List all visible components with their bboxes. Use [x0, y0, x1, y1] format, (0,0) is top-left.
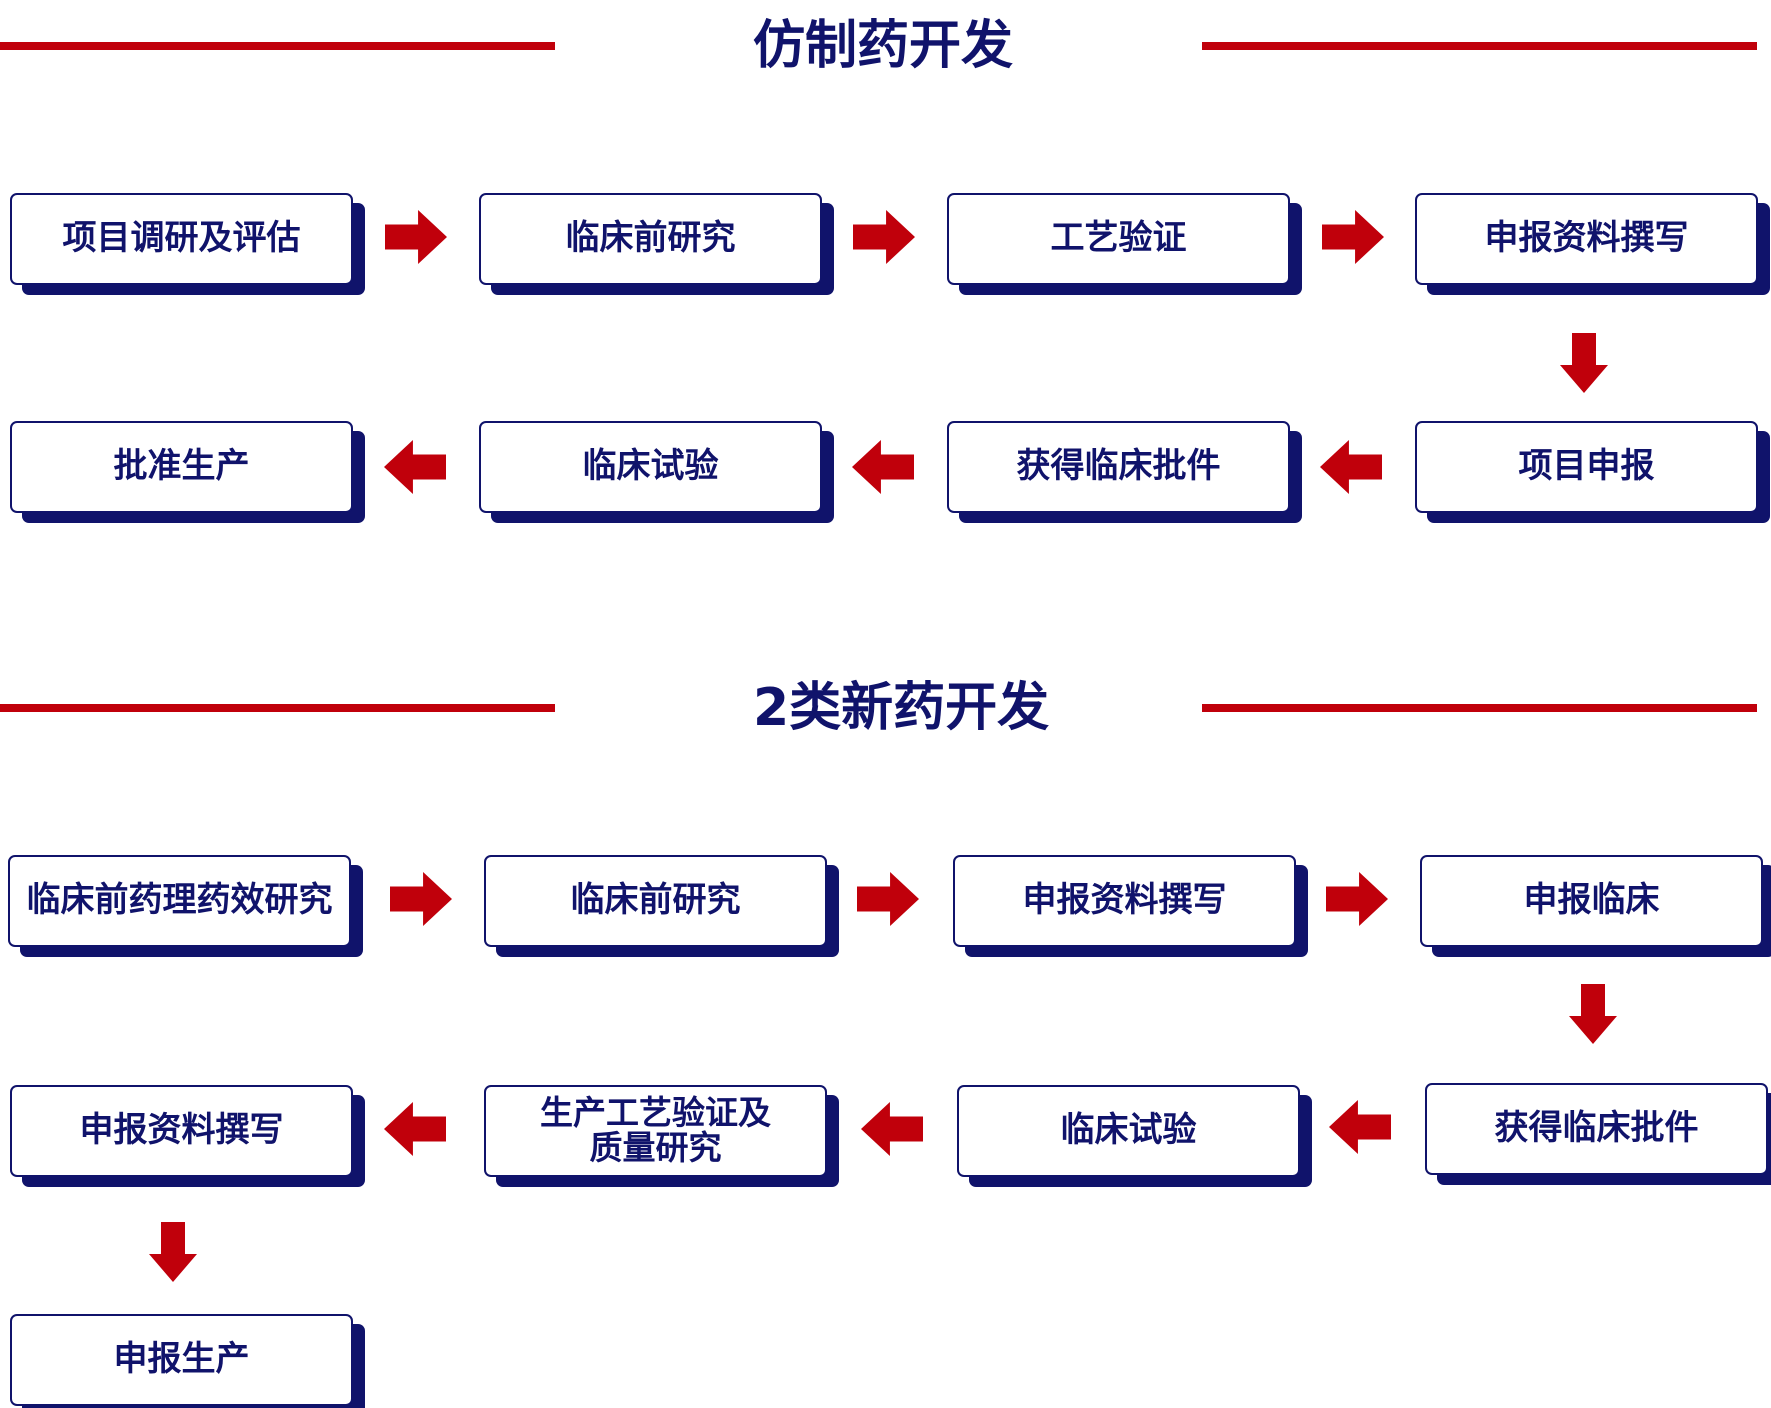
- flow-step: 工艺验证: [947, 193, 1290, 285]
- flow-step: 项目调研及评估: [10, 193, 353, 285]
- flow-step: 临床试验: [957, 1085, 1300, 1177]
- arrow-left-icon: [384, 440, 446, 494]
- arrow-right-icon: [1322, 210, 1384, 264]
- flow-step: 申报生产: [10, 1314, 353, 1406]
- flow-step: 临床前研究: [479, 193, 822, 285]
- section-title: 2类新药开发: [753, 678, 1050, 738]
- step-label: 临床试验: [1060, 1110, 1197, 1151]
- flow-step: 临床试验: [479, 421, 822, 513]
- arrow-right-icon: [390, 872, 452, 926]
- arrow-right-icon: [385, 210, 447, 264]
- title-rule-left: [0, 42, 555, 50]
- flow-step: 申报临床: [1420, 855, 1763, 947]
- arrow-left-icon: [852, 440, 914, 494]
- step-label: 批准生产: [113, 446, 250, 487]
- arrow-down-icon: [1560, 333, 1608, 393]
- flow-step: 申报资料撰写: [953, 855, 1296, 947]
- arrow-left-icon: [384, 1102, 446, 1156]
- step-label: 项目申报: [1518, 446, 1655, 487]
- flow-step: 项目申报: [1415, 421, 1758, 513]
- arrow-left-icon: [1329, 1100, 1391, 1154]
- flow-step: 临床前药理药效研究: [8, 855, 351, 947]
- step-label: 获得临床批件: [1016, 446, 1221, 487]
- arrow-left-icon: [1320, 440, 1382, 494]
- step-label: 临床试验: [582, 446, 719, 487]
- title-rule-left: [0, 704, 555, 712]
- step-label: 项目调研及评估: [62, 218, 301, 259]
- arrow-right-icon: [1326, 872, 1388, 926]
- arrow-right-icon: [853, 210, 915, 264]
- step-label: 获得临床批件: [1494, 1108, 1699, 1149]
- step-label: 申报资料撰写: [1484, 218, 1689, 259]
- flow-step: 生产工艺验证及 质量研究: [484, 1085, 827, 1177]
- arrow-down-icon: [149, 1222, 197, 1282]
- step-label: 申报生产: [113, 1339, 250, 1380]
- title-rule-right: [1202, 42, 1757, 50]
- flow-step: 申报资料撰写: [1415, 193, 1758, 285]
- step-label: 申报资料撰写: [1022, 880, 1227, 921]
- flow-step: 申报资料撰写: [10, 1085, 353, 1177]
- flow-step: 获得临床批件: [1425, 1083, 1768, 1175]
- step-label: 临床前研究: [565, 218, 736, 259]
- step-label: 申报资料撰写: [79, 1110, 284, 1151]
- flow-step: 批准生产: [10, 421, 353, 513]
- step-label: 工艺验证: [1050, 218, 1187, 259]
- step-label: 临床前药理药效研究: [26, 880, 333, 921]
- arrow-right-icon: [857, 872, 919, 926]
- flow-step: 临床前研究: [484, 855, 827, 947]
- section-title: 仿制药开发: [753, 16, 1014, 76]
- step-label: 临床前研究: [570, 880, 741, 921]
- arrow-down-icon: [1569, 984, 1617, 1044]
- title-rule-right: [1202, 704, 1757, 712]
- step-label: 生产工艺验证及 质量研究: [540, 1093, 771, 1167]
- arrow-left-icon: [861, 1102, 923, 1156]
- flow-step: 获得临床批件: [947, 421, 1290, 513]
- step-label: 申报临床: [1523, 880, 1660, 921]
